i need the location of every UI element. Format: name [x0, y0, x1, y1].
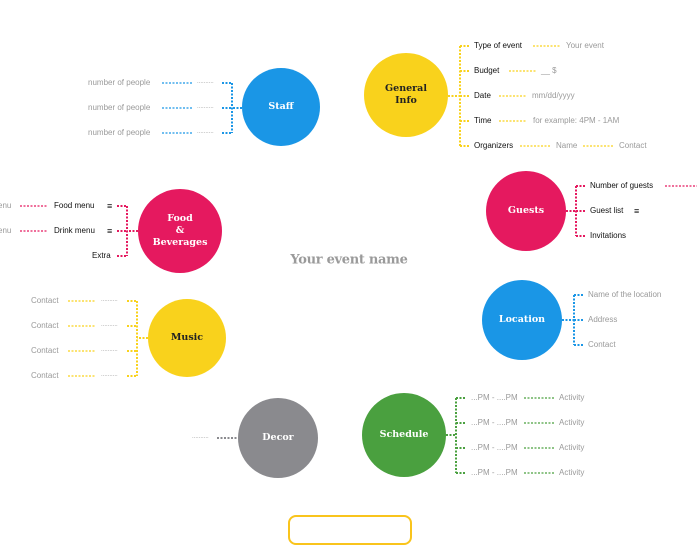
organizers-name[interactable]: Name — [556, 141, 578, 150]
schedule-time[interactable]: ...PM - ....PM — [471, 418, 518, 427]
decor-placeholder[interactable]: .......... — [192, 434, 209, 440]
music-node[interactable]: Music — [148, 299, 226, 377]
invitations-label[interactable]: Invitations — [590, 231, 627, 240]
location-address[interactable]: Address — [588, 315, 618, 324]
schedule-connectors — [446, 397, 554, 474]
list-icon[interactable]: ≡ — [107, 201, 113, 211]
date-label[interactable]: Date — [474, 91, 491, 100]
central-topic[interactable]: Your event name — [290, 252, 408, 268]
drink-menu-sub[interactable]: enu — [0, 226, 12, 235]
staff-item[interactable]: number of people — [88, 103, 151, 112]
budget-value[interactable]: __ $ — [541, 66, 557, 75]
schedule-node[interactable]: Schedule — [362, 393, 446, 477]
music-placeholder[interactable]: .......... — [101, 347, 118, 353]
schedule-time[interactable]: ...PM - ....PM — [471, 468, 518, 477]
staff-placeholder[interactable]: .......... — [197, 104, 214, 110]
staff-placeholder[interactable]: .......... — [197, 79, 214, 85]
date-value[interactable]: mm/dd/yyyy — [532, 91, 575, 100]
location-contact[interactable]: Contact — [588, 340, 616, 349]
staff-item[interactable]: number of people — [88, 128, 151, 137]
location-connectors — [562, 294, 584, 346]
music-contact[interactable]: Contact — [31, 371, 59, 380]
type-of-event-value[interactable]: Your event — [566, 41, 604, 50]
location-node[interactable]: Location — [482, 280, 562, 360]
food-menu-sub[interactable]: enu — [0, 201, 12, 210]
food-connectors — [20, 205, 138, 257]
extra-label[interactable]: Extra — [92, 251, 111, 260]
general-connectors — [448, 45, 613, 147]
music-placeholder[interactable]: .......... — [101, 322, 118, 328]
time-label[interactable]: Time — [474, 116, 492, 125]
budget-label[interactable]: Budget — [474, 66, 500, 75]
connectors — [20, 45, 697, 474]
decor-node[interactable]: Decor — [238, 398, 318, 478]
staff-placeholder[interactable]: .......... — [197, 129, 214, 135]
music-contact[interactable]: Contact — [31, 321, 59, 330]
music-placeholder[interactable]: .......... — [101, 297, 118, 303]
schedule-activity[interactable]: Activity — [559, 443, 585, 452]
music-contact[interactable]: Contact — [31, 296, 59, 305]
number-of-guests-label[interactable]: Number of guests — [590, 181, 654, 190]
organizers-label[interactable]: Organizers — [474, 141, 514, 150]
schedule-time[interactable]: ...PM - ....PM — [471, 443, 518, 452]
drink-menu-label[interactable]: Drink menu — [54, 226, 95, 235]
music-connectors — [68, 300, 148, 377]
guest-list-label[interactable]: Guest list — [590, 206, 624, 215]
schedule-activity[interactable]: Activity — [559, 393, 585, 402]
organizers-contact[interactable]: Contact — [619, 141, 647, 150]
list-icon[interactable]: ≡ — [634, 206, 640, 216]
schedule-activity[interactable]: Activity — [559, 418, 585, 427]
guests-node[interactable]: Guests — [486, 171, 566, 251]
staff-node[interactable]: Staff — [242, 68, 320, 146]
location-name[interactable]: Name of the location — [588, 290, 662, 299]
time-value[interactable]: for example: 4PM - 1AM — [533, 116, 620, 125]
music-contact[interactable]: Contact — [31, 346, 59, 355]
staff-connectors — [162, 82, 242, 134]
music-placeholder[interactable]: .......... — [101, 372, 118, 378]
staff-item[interactable]: number of people — [88, 78, 151, 87]
food-menu-label[interactable]: Food menu — [54, 201, 95, 210]
food-beverages-node[interactable]: Food & Beverages — [138, 189, 222, 273]
type-of-event-label[interactable]: Type of event — [474, 41, 523, 50]
list-icon[interactable]: ≡ — [107, 226, 113, 236]
schedule-activity[interactable]: Activity — [559, 468, 585, 477]
schedule-time[interactable]: ...PM - ....PM — [471, 393, 518, 402]
general-info-node[interactable]: General Info — [364, 53, 448, 137]
guests-connectors — [566, 185, 697, 237]
